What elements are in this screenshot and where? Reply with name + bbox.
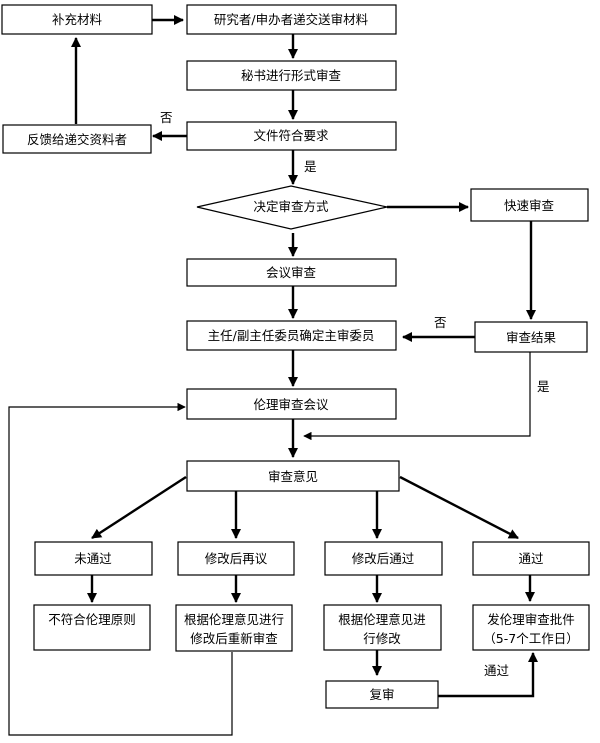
node-opinion: 审查意见 <box>186 460 400 492</box>
node-passed: 通过 <box>472 541 590 576</box>
node-director: 主任/副主任委员确定主审委员 <box>186 320 397 351</box>
node-noncompliant-label: 不符合伦理原则 <box>48 612 136 627</box>
node-feedback: 反馈给递交资料者 <box>2 124 152 154</box>
edge-label-yes-merge: 是 <box>537 379 550 394</box>
node-recheck-label: 复审 <box>369 687 394 702</box>
edge-label-no-feedback: 否 <box>160 110 173 125</box>
edge-resubmit-loop <box>8 402 233 736</box>
node-revise-resubmit: 根据伦理意见进行 修改后重新审查 <box>175 604 293 652</box>
edge-label-yes-decide: 是 <box>304 159 317 174</box>
node-submit-label: 研究者/申办者递交送审材料 <box>214 12 369 27</box>
node-revise-per: 根据伦理意见进 行修改 <box>323 604 442 651</box>
node-revise-per-line1: 根据伦理意见进 <box>338 612 426 627</box>
node-secretary: 秘书进行形式审查 <box>186 60 397 91</box>
node-passed-label: 通过 <box>518 551 544 566</box>
node-submit: 研究者/申办者递交送审材料 <box>186 4 397 35</box>
edges <box>8 14 539 736</box>
node-decide: 决定审查方式 <box>196 185 388 230</box>
node-revise-per-line2: 行修改 <box>363 631 401 646</box>
edge-opinion-passed <box>399 475 519 540</box>
edge-result-merge <box>303 352 531 441</box>
node-revise-resubmit-line1: 根据伦理意见进行 <box>184 612 284 627</box>
node-review-result-label: 审查结果 <box>506 330 557 345</box>
edge-label-pass: 通过 <box>484 663 510 678</box>
node-meets-label: 文件符合要求 <box>253 128 329 143</box>
node-director-label: 主任/副主任委员确定主审委员 <box>208 328 375 343</box>
node-approval-line2: （5-7个工作日） <box>483 631 578 646</box>
node-ethics-meeting-label: 伦理审查会议 <box>253 397 329 412</box>
node-review-result: 审查结果 <box>474 321 588 353</box>
node-decide-label: 决定审查方式 <box>253 199 329 214</box>
node-revise-rediscuss: 修改后再议 <box>177 541 295 576</box>
node-noncompliant: 不符合伦理原则 <box>33 604 151 651</box>
node-opinion-label: 审查意见 <box>268 469 318 484</box>
node-not-passed-label: 未通过 <box>74 551 112 566</box>
node-meets: 文件符合要求 <box>186 121 397 151</box>
node-ethics-meeting: 伦理审查会议 <box>186 388 397 420</box>
node-approval-line1: 发伦理审查批件 <box>487 612 575 627</box>
node-fast-review: 快速审查 <box>470 188 589 222</box>
node-secretary-label: 秘书进行形式审查 <box>241 68 342 83</box>
node-recheck: 复审 <box>325 680 439 709</box>
node-revise-resubmit-line2: 修改后重新审查 <box>190 631 278 646</box>
node-meeting-review-label: 会议审查 <box>266 265 317 280</box>
node-revise-pass-label: 修改后通过 <box>352 551 415 566</box>
node-revise-rediscuss-label: 修改后再议 <box>205 551 268 566</box>
node-revise-pass: 修改后通过 <box>324 541 443 576</box>
edge-recheck-approval <box>438 651 539 698</box>
edge-opinion-notpassed <box>91 475 187 540</box>
edge-label-no-director: 否 <box>434 315 447 330</box>
node-fast-review-label: 快速审查 <box>504 198 555 213</box>
node-approval: 发伦理审查批件 （5-7个工作日） <box>472 604 590 651</box>
node-feedback-label: 反馈给递交资料者 <box>27 132 127 147</box>
node-supplement-label: 补充材料 <box>52 12 103 27</box>
node-meeting-review: 会议审查 <box>186 258 397 287</box>
node-supplement: 补充材料 <box>1 4 153 35</box>
node-not-passed: 未通过 <box>34 541 153 576</box>
